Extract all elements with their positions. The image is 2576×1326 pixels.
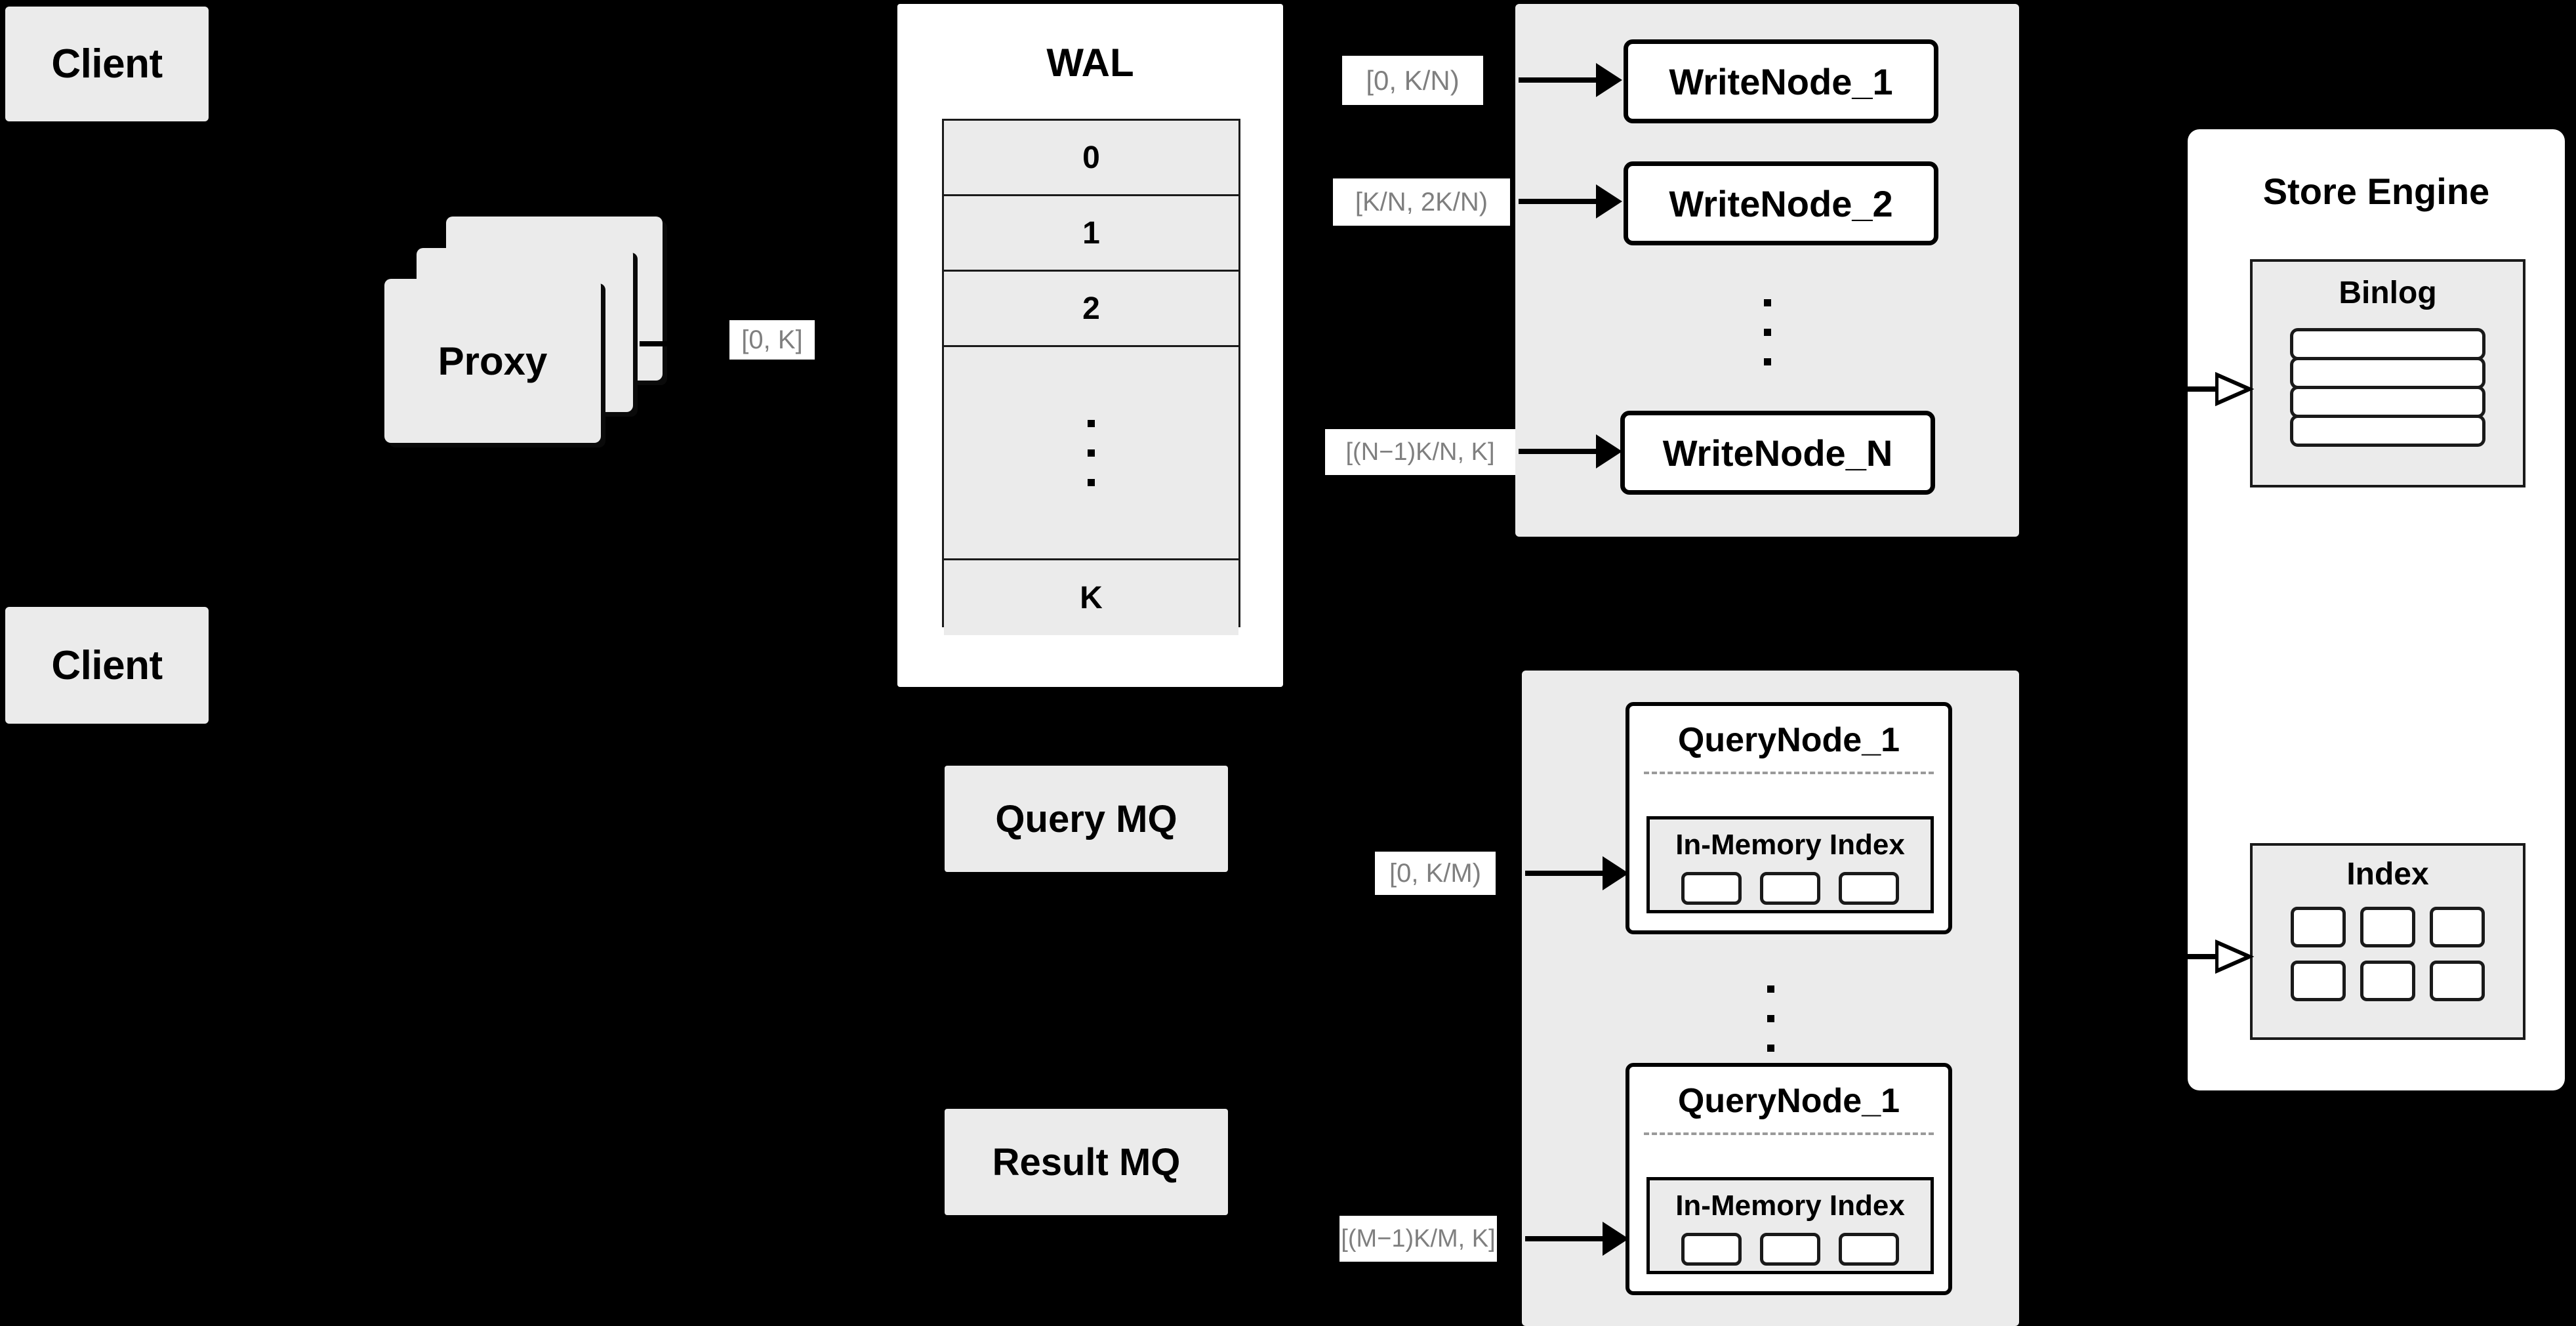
index-grid-cell: [2430, 961, 2485, 1001]
write-node-label: WriteNode_1: [1669, 60, 1893, 102]
proxy-card-front[interactable]: Proxy: [384, 279, 601, 443]
wal-row-label: K: [1080, 580, 1103, 615]
query-node-divider: [1644, 1132, 1934, 1135]
write-node-1[interactable]: WriteNode_1: [1624, 39, 1938, 123]
in-memory-index-cells: [1650, 1233, 1931, 1266]
write-node-2[interactable]: WriteNode_2: [1624, 161, 1938, 245]
write-node-label: WriteNode_2: [1669, 182, 1893, 224]
wal-row-ellipsis: [944, 347, 1238, 560]
edge-label-text: [(N−1)K/N, K]: [1345, 438, 1495, 466]
proxy-to-wal-connector: [640, 341, 676, 346]
wal-panel: WAL 0 1 2 K: [897, 4, 1283, 687]
edge-label-text: [0, K/M): [1389, 858, 1482, 888]
query-mq-box[interactable]: Query MQ: [945, 766, 1228, 872]
index-cell: [1839, 872, 1899, 905]
query-node-title: QueryNode_1: [1677, 1082, 1900, 1120]
wal-row: K: [944, 560, 1238, 635]
edge-label-text: [K/N, 2K/N): [1355, 187, 1488, 217]
edge-label-text: [0, K]: [741, 325, 803, 354]
wal-row: 2: [944, 272, 1238, 347]
edge-label-text: [(M−1)K/M, K]: [1341, 1224, 1496, 1253]
client-label-1: Client: [51, 41, 163, 87]
arrow-to-binlog: [2182, 372, 2255, 406]
query-node-divider: [1644, 772, 1934, 774]
arrow-to-query-node-1: [1525, 856, 1630, 890]
index-cell: [1839, 1233, 1899, 1266]
hollow-arrow-head-icon: [2215, 372, 2255, 406]
arrow-to-query-node-m: [1525, 1222, 1630, 1256]
store-engine-title: Store Engine: [2262, 171, 2490, 212]
binlog-row: [2290, 357, 2485, 389]
index-grid-cell: [2360, 961, 2415, 1001]
result-mq-label: Result MQ: [992, 1140, 1181, 1184]
hollow-arrow-head-icon: [2215, 940, 2255, 974]
index-grid-cell: [2291, 907, 2346, 947]
index-grid-cell: [2291, 961, 2346, 1001]
index-grid: [2279, 907, 2497, 1001]
in-memory-index-cells: [1650, 872, 1931, 905]
index-title: Index: [2346, 857, 2429, 892]
arrow-to-index: [2182, 940, 2255, 974]
in-memory-index-2: In-Memory Index: [1646, 1177, 1934, 1274]
write-node-n[interactable]: WriteNode_N: [1620, 411, 1935, 495]
wal-row-label: 1: [1082, 215, 1100, 251]
proxy-stack[interactable]: Proxy: [380, 217, 689, 443]
edge-label-text: [0, K/N): [1366, 64, 1460, 96]
index-cell: [1681, 1233, 1742, 1266]
write-node-vertical-ellipsis-icon: [1515, 266, 2019, 398]
edge-label-proxy-to-wal: [0, K]: [729, 320, 815, 360]
binlog-title: Binlog: [2339, 276, 2437, 310]
in-memory-index-title: In-Memory Index: [1675, 829, 1905, 861]
binlog-row: [2290, 386, 2485, 418]
index-cell: [1760, 1233, 1820, 1266]
edge-label-write-node-n: [(N−1)K/N, K]: [1325, 429, 1515, 475]
client-label-2: Client: [51, 642, 163, 688]
index-grid-cell: [2430, 907, 2485, 947]
query-node-vertical-ellipsis-icon: [1522, 953, 2019, 1084]
binlog-box: Binlog: [2250, 259, 2525, 487]
index-cell: [1760, 872, 1820, 905]
edge-label-query-node-m: [(M−1)K/M, K]: [1339, 1216, 1497, 1262]
index-grid-cell: [2360, 907, 2415, 947]
proxy-label: Proxy: [438, 339, 548, 383]
client-box-1[interactable]: Client: [5, 7, 209, 121]
wal-row-label: 0: [1082, 140, 1100, 175]
store-engine-panel: Store Engine Binlog Index: [2188, 129, 2565, 1090]
in-memory-index-title: In-Memory Index: [1675, 1190, 1905, 1222]
in-memory-index-1: In-Memory Index: [1646, 816, 1934, 913]
query-node-1[interactable]: QueryNode_1 In-Memory Index: [1625, 702, 1952, 934]
index-box: Index: [2250, 843, 2525, 1040]
result-mq-box[interactable]: Result MQ: [945, 1109, 1228, 1215]
query-mq-label: Query MQ: [995, 797, 1177, 840]
binlog-rows: [2290, 328, 2485, 447]
edge-label-query-node-1: [0, K/M): [1375, 852, 1496, 895]
vertical-ellipsis-icon: [1088, 419, 1095, 486]
wal-row: 1: [944, 196, 1238, 272]
arrow-to-write-node-1: [1519, 63, 1624, 97]
wal-row: 0: [944, 121, 1238, 196]
arrow-to-write-node-n: [1519, 434, 1624, 468]
client-box-2[interactable]: Client: [5, 607, 209, 724]
wal-title: WAL: [1046, 41, 1134, 85]
query-node-title: QueryNode_1: [1677, 721, 1900, 759]
index-cell: [1681, 872, 1742, 905]
binlog-row: [2290, 328, 2485, 360]
wal-table: 0 1 2 K: [942, 119, 1240, 635]
wal-row-label: 2: [1082, 291, 1100, 326]
arrow-to-write-node-2: [1519, 184, 1624, 218]
query-node-group: QueryNode_1 In-Memory Index QueryNode_1 …: [1522, 671, 2019, 1326]
binlog-row: [2290, 415, 2485, 447]
edge-label-write-node-2: [K/N, 2K/N): [1333, 178, 1510, 226]
edge-label-write-node-1: [0, K/N): [1342, 56, 1483, 105]
write-node-label: WriteNode_N: [1662, 432, 1893, 474]
query-node-m[interactable]: QueryNode_1 In-Memory Index: [1625, 1063, 1952, 1295]
